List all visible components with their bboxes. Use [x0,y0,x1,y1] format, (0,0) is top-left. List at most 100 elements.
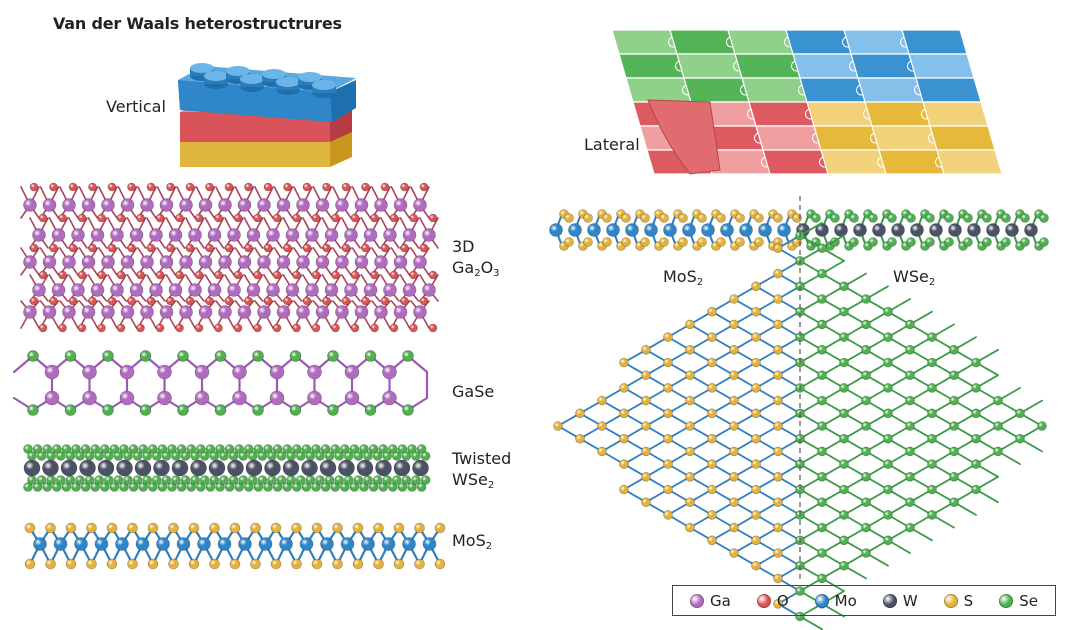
atom-ga [269,364,285,380]
atom-se [113,451,124,461]
atom-mo [176,537,191,551]
atom-o [146,296,156,306]
atom-o [224,243,234,253]
atom-se [100,444,110,454]
atom-s [663,459,673,469]
atom-o [409,323,418,333]
atom-se [905,446,915,457]
atom-se [205,482,216,492]
atom-ga [119,390,135,406]
atom-w [264,459,281,477]
atom-s [754,237,764,247]
atom-o [88,296,97,306]
atom-se [905,471,915,482]
atom-o [389,270,399,280]
atom-se [301,482,312,492]
atom-s [735,213,745,223]
atom-o [194,213,204,223]
atom-mo [258,537,273,551]
atom-se [906,213,916,223]
atom-s [553,421,563,431]
figure-title: Van der Waals heterostructrures [53,14,342,33]
atom-o [136,213,145,223]
atom-ga [237,305,252,319]
atom-s [751,484,761,495]
atom-mo [663,223,677,237]
atom-se [402,350,414,362]
twisted-wse2-structure [23,444,431,492]
atom-se [925,237,935,247]
atom-s [707,357,717,368]
atom-s [685,471,695,482]
atom-se [42,444,53,454]
atom-se [411,475,421,485]
atom-o [233,323,243,333]
atom-ga [157,390,172,406]
atom-se [795,611,805,622]
atom-ga [101,198,115,212]
puzzle-piece [611,29,678,55]
atom-se [839,510,849,520]
atom-se [295,451,306,461]
atom-se [152,451,162,461]
atom-w [171,459,189,477]
atom-s [147,558,159,570]
atom-s [583,213,593,223]
atom-ga [110,228,124,242]
atom-o [49,296,58,306]
atom-o [29,296,39,306]
atom-s [65,558,77,570]
atom-se [295,475,306,485]
atom-se [971,459,981,469]
atom-ga [335,255,349,269]
atom-ga [305,228,319,242]
atom-s [729,370,739,381]
atom-mo [422,537,437,551]
atom-s [229,522,241,534]
atom-mo [320,537,334,551]
atom-mo [299,537,314,551]
atom-s [86,558,97,570]
atom-se [1001,237,1011,247]
atom-se [311,482,321,492]
atom-s [291,558,302,570]
atom-ga [71,283,85,297]
atom-se [817,294,827,304]
atom-mo [644,223,658,237]
atom-se [368,482,379,492]
atom-s [619,408,629,419]
atom-ga [374,305,388,319]
atom-ga [363,283,378,297]
atom-s [291,522,302,534]
atom-s [729,471,739,482]
puzzle-piece [857,77,924,103]
atom-se [1020,213,1030,223]
atom-o [29,243,39,253]
atom-se [109,444,120,454]
atom-s [641,395,651,406]
atom-s [707,306,717,317]
atom-se [391,451,402,461]
atom-ga [354,305,369,319]
atom-se [971,484,981,495]
atom-s [663,332,673,342]
atom-se [272,444,283,454]
atom-ga [194,364,210,380]
atom-s [414,522,425,534]
atom-se [102,350,114,362]
atom-s [751,433,761,444]
atom-se [177,404,189,416]
atom-ga [42,305,57,319]
atom-s [773,471,783,482]
atom-o [116,323,126,333]
atom-o [175,270,184,280]
puzzle-piece [785,29,852,55]
lateral-heterostructure-top-view [553,221,1047,630]
atom-se [817,268,827,279]
atom-ga [269,390,285,406]
atom-ga [62,198,76,212]
atom-se [23,482,33,492]
atom-se [993,446,1003,457]
atom-s [597,395,607,406]
atom-s [773,421,783,431]
